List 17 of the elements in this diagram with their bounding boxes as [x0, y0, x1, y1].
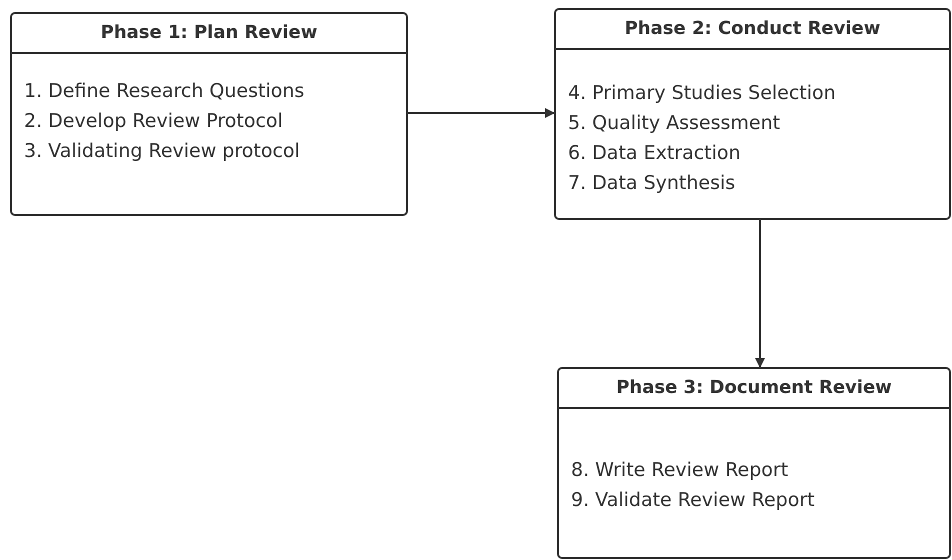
step-text: 6. Data Extraction	[568, 141, 741, 166]
step-text: 7. Data Synthesis	[568, 171, 736, 196]
phase-title: Phase 2: Conduct Review	[624, 17, 880, 41]
step-text: 3. Validating Review protocol	[24, 139, 300, 164]
phase-title: Phase 1: Plan Review	[100, 21, 318, 45]
phase-title: Phase 3: Document Review	[616, 376, 892, 400]
arrow	[755, 220, 765, 368]
step-text: 5. Quality Assessment	[568, 111, 780, 136]
arrow	[408, 108, 555, 118]
step-text: 2. Develop Review Protocol	[24, 109, 283, 134]
step-text: 8. Write Review Report	[571, 458, 788, 483]
process-box	[557, 367, 951, 559]
step-text: 9. Validate Review Report	[571, 488, 815, 513]
process-box	[554, 8, 951, 220]
step-text: 4. Primary Studies Selection	[568, 81, 836, 106]
step-text: 1. Define Research Questions	[24, 79, 304, 104]
process-box	[10, 12, 408, 216]
